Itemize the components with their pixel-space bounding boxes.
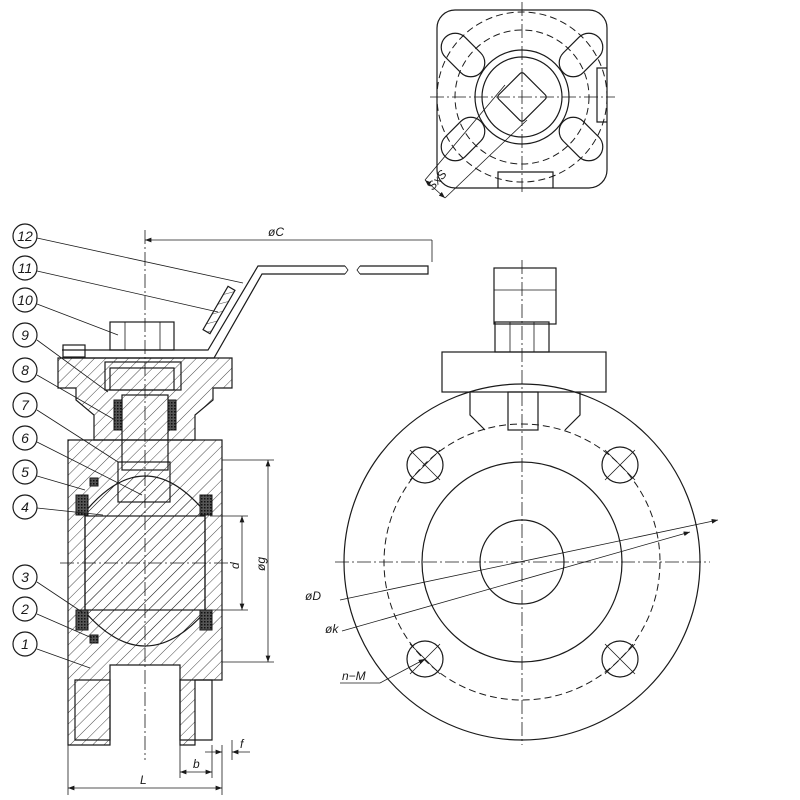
balloon-10: 10 bbox=[12, 287, 119, 336]
svg-text:4: 4 bbox=[21, 499, 29, 515]
svg-text:11: 11 bbox=[18, 260, 33, 276]
dim-flange-thickness: b bbox=[193, 757, 200, 771]
balloon-12: 12 bbox=[12, 223, 244, 284]
top-view: SxS bbox=[424, 2, 615, 199]
balloon-5: 5 bbox=[12, 459, 86, 491]
svg-text:8: 8 bbox=[21, 362, 29, 378]
svg-text:5: 5 bbox=[21, 464, 29, 480]
dim-handle-length: øC bbox=[268, 225, 284, 239]
dim-face-height: f bbox=[240, 737, 245, 751]
dim-bolt-holes: n−M bbox=[342, 669, 366, 683]
slot-holes bbox=[440, 32, 604, 162]
end-view: øD øk n−M bbox=[305, 260, 719, 745]
svg-text:6: 6 bbox=[21, 430, 29, 446]
section-view bbox=[57, 230, 429, 760]
svg-text:9: 9 bbox=[21, 327, 29, 343]
balloon-1: 1 bbox=[12, 631, 91, 669]
balloon-4: 4 bbox=[12, 494, 104, 520]
balloon-8: 8 bbox=[12, 357, 116, 421]
section-dimensions: øC d øg L b f bbox=[67, 225, 433, 795]
dim-stem-square: SxS bbox=[424, 167, 449, 193]
balloon-2: 2 bbox=[12, 596, 93, 639]
dim-raised-face: øg bbox=[254, 557, 268, 571]
balloon-3: 3 bbox=[12, 564, 83, 613]
part-balloons: 12 11 10 9 8 7 6 5 4 3 2 1 bbox=[12, 223, 244, 669]
balloon-11: 11 bbox=[12, 255, 219, 313]
balloon-7: 7 bbox=[12, 392, 119, 463]
dim-bore: d bbox=[228, 562, 242, 569]
svg-text:7: 7 bbox=[21, 397, 30, 413]
svg-text:12: 12 bbox=[17, 228, 33, 244]
dim-bolt-circle: øk bbox=[325, 622, 339, 636]
svg-text:2: 2 bbox=[20, 601, 29, 617]
svg-text:10: 10 bbox=[17, 292, 33, 308]
dim-length: L bbox=[140, 773, 147, 787]
svg-text:1: 1 bbox=[21, 636, 29, 652]
balloon-9: 9 bbox=[12, 322, 109, 393]
svg-text:3: 3 bbox=[21, 569, 29, 585]
balloon-6: 6 bbox=[12, 425, 143, 496]
dim-flange-diameter: øD bbox=[305, 589, 321, 603]
